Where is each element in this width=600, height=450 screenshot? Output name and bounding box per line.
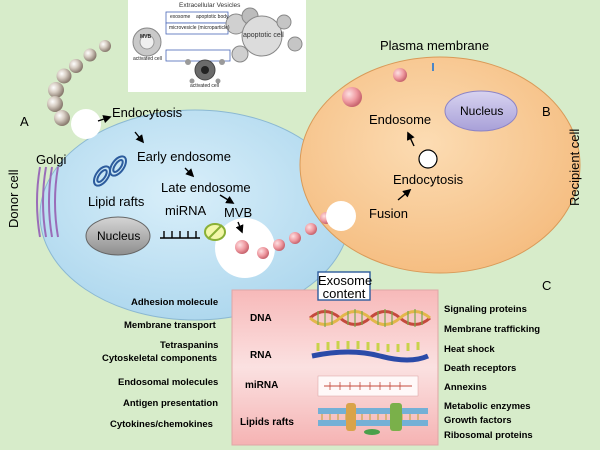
fusion-vesicle: [326, 201, 356, 231]
right-item: Ribosomal proteins: [444, 430, 533, 441]
endocytosis-vesicle: [71, 109, 101, 139]
vesicle: [393, 68, 407, 82]
inset-microvesicle-label: microvesicle (microparticle): [169, 25, 230, 31]
panel-letter-c: C: [542, 278, 552, 293]
mvb-label: MVB: [224, 205, 253, 220]
exosome-content-title-1: Exosome: [318, 273, 373, 288]
inset-title: Extracellular Vesicles: [179, 2, 241, 9]
mirna-strand: [160, 231, 200, 239]
fusion-label: Fusion: [369, 206, 409, 221]
right-item: Annexins: [444, 382, 487, 393]
endocytic-vesicle: [418, 149, 438, 169]
inset-activated-cell-label-2: activated cell: [190, 83, 219, 89]
center-item-dna: DNA: [250, 313, 272, 324]
left-item: Endosomal molecules: [118, 377, 219, 388]
donor-pathway-arrows: [97, 115, 244, 234]
recipient-pathway-arrows: [397, 131, 415, 201]
right-item: Membrane trafficking: [444, 324, 541, 335]
panel-letter-b: B: [542, 104, 551, 119]
donor-cell-label: Donor cell: [6, 169, 21, 228]
inset-apoptotic-cell-label: apoptotic cell: [243, 32, 284, 39]
left-item: Membrane transport: [124, 320, 216, 331]
plasma-membrane-label: Plasma membrane: [380, 38, 490, 53]
right-item: Metabolic enzymes: [444, 401, 531, 412]
right-item: Death receptors: [444, 363, 517, 374]
left-item: Adhesion molecule: [131, 297, 219, 308]
endosome-label: Endosome: [369, 112, 432, 127]
inset-exosome-label: exosome: [170, 14, 191, 20]
vesicle: [342, 87, 362, 107]
right-item: Signaling proteins: [444, 304, 527, 315]
secreted-vesicles: [47, 40, 111, 126]
center-item-mirna: miRNA: [245, 380, 279, 391]
blocked-symbol: [204, 223, 226, 241]
exosome-content-title-2: content: [322, 286, 366, 301]
right-item: Heat shock: [444, 344, 495, 355]
left-item: Tetraspanins: [160, 340, 219, 351]
late-endosome-label: Late endosome: [161, 180, 251, 195]
inset-apoptotic-body-label: apoptotic body: [196, 14, 229, 20]
lipid-rafts-label: Lipid rafts: [88, 194, 145, 209]
early-endosome-label: Early endosome: [137, 149, 231, 164]
lipid-rafts: [93, 155, 127, 187]
inset-activated-cell-label: activated cell: [133, 56, 162, 62]
panel-letter-a: A: [20, 114, 29, 129]
left-item: Antigen presentation: [123, 398, 219, 409]
rna-illustration: [311, 341, 430, 363]
recipient-endocytosis-label: Endocytosis: [393, 172, 464, 187]
donor-nucleus-label: Nucleus: [97, 229, 141, 243]
mirna-label: miRNA: [165, 203, 207, 218]
donor-nucleus: [85, 216, 151, 256]
recipient-nucleus-label: Nucleus: [460, 104, 504, 118]
left-item: Cytoskeletal components: [102, 353, 218, 364]
apoptotic-cell-illustration: [241, 15, 283, 57]
mirna-illustration: [317, 375, 419, 397]
golgi-apparatus: [36, 166, 59, 238]
golgi-label: Golgi: [36, 152, 67, 167]
right-item: Growth factors: [444, 415, 512, 426]
lipid-raft-membrane-illustration: [318, 403, 428, 435]
extracellular-vesicles-inset: [128, 0, 306, 92]
donor-endocytosis-label: Endocytosis: [112, 105, 183, 120]
recipient-cell-label: Recipient cell: [567, 128, 582, 206]
inset-mvb-label: MVB: [140, 34, 152, 40]
recipient-cell: [299, 56, 581, 274]
center-item-rna: RNA: [250, 350, 272, 361]
recipient-nucleus: [444, 90, 518, 132]
center-item-lipid-rafts: Lipids rafts: [240, 417, 294, 428]
left-item: Cytokines/chemokines: [110, 419, 213, 430]
dna-illustration: [309, 309, 431, 327]
